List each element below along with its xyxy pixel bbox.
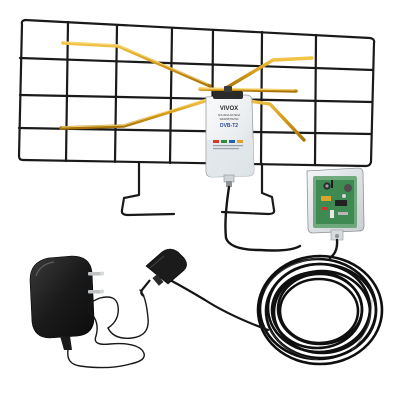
- coiled-cable: [256, 254, 384, 366]
- amplifier-box: VIVOX SOLIDNA ANTENA WEWNĘTRZNA DVB-T2: [205, 86, 255, 187]
- amplifier-label-line2: WEWNĘTRZNA: [220, 117, 239, 121]
- power-inserter: [306, 167, 365, 241]
- antenna-stand: [120, 160, 276, 217]
- model-label: DVB-T2: [220, 123, 238, 129]
- brand-logo: VIVOX: [220, 106, 238, 112]
- amplifier-label-line1: SOLIDNA ANTENA: [218, 113, 241, 117]
- power-adapter: [29, 255, 104, 350]
- tv-plug: [140, 248, 187, 297]
- power-cable: [67, 289, 149, 369]
